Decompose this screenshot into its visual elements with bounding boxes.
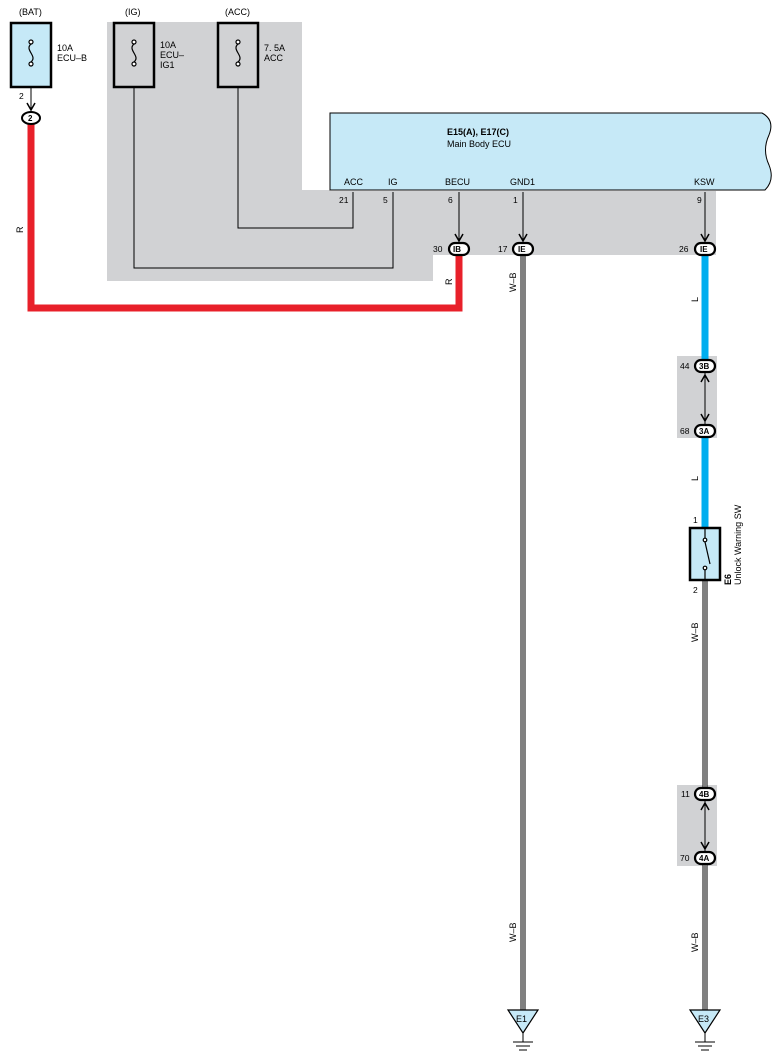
connector-4b-pin: 11 xyxy=(681,789,690,799)
wire-l1-label: L xyxy=(690,297,700,302)
connector-3a-code: 3A xyxy=(699,427,709,436)
wire-red-r xyxy=(27,124,463,312)
terminal-ig-pin: 5 xyxy=(383,195,388,205)
ground-e3: E3 xyxy=(688,1009,722,1042)
fuse-ecuig1-name2: IG1 xyxy=(160,60,175,70)
connector-3a-arrow-icon xyxy=(700,413,710,423)
switch-code: E6 xyxy=(723,574,733,585)
fuse-ecuig1-name: ECU– xyxy=(160,50,184,60)
terminal-gnd1-pin: 1 xyxy=(513,195,518,205)
connector-3a-pin: 68 xyxy=(680,426,690,436)
junction-ib-code: IB xyxy=(453,245,461,254)
wire-l2-label: L xyxy=(690,476,700,481)
connector-4a-arrow-icon xyxy=(700,841,710,851)
terminal-gnd1-label: GND1 xyxy=(510,177,535,187)
terminal-becu-pin: 6 xyxy=(448,195,453,205)
ground-e3-label: E3 xyxy=(698,1014,709,1024)
ksw-arrow-icon xyxy=(700,233,710,243)
gnd1-arrow-icon xyxy=(518,233,528,243)
switch-pin-top: 1 xyxy=(693,515,698,525)
fuse-ecuig1-icon xyxy=(131,39,137,67)
junction-ie26-pin: 26 xyxy=(679,244,689,254)
terminal-ksw-pin: 9 xyxy=(697,195,702,205)
ground-e3-icon xyxy=(695,1041,715,1051)
wire-wb4-label: W–B xyxy=(690,932,700,952)
ground-e1-label: E1 xyxy=(516,1014,527,1024)
source-ig-label: (IG) xyxy=(125,7,141,17)
connector-2-label: 2 xyxy=(28,114,33,123)
switch-contact-icon xyxy=(702,528,711,580)
fuse-ecub-rating: 10A xyxy=(57,43,73,53)
terminal-becu-label: BECU xyxy=(445,177,470,187)
switch-pin-bottom: 2 xyxy=(693,585,698,595)
terminal-ksw-label: KSW xyxy=(694,177,715,187)
wire-r2-label: R xyxy=(444,278,454,285)
wire-wb1-label: W–B xyxy=(508,272,518,292)
connector-3b-pin: 44 xyxy=(680,361,690,371)
terminal-acc-pin: 21 xyxy=(339,195,349,205)
becu-arrow-icon xyxy=(454,233,464,243)
connector-4b-code: 4B xyxy=(699,790,709,799)
connector-4a-code: 4A xyxy=(699,854,709,863)
junction-ie-17: IE xyxy=(511,241,535,257)
junction-ie17-pin: 17 xyxy=(498,244,508,254)
junction-ie26-code: IE xyxy=(700,245,708,254)
ecu-code: E15(A), E17(C) xyxy=(447,127,509,137)
fuse-acc-rating: 7. 5A xyxy=(264,43,285,53)
connector-3a: 3A xyxy=(693,423,717,439)
connector-4b: 4B xyxy=(693,786,717,802)
ecu-name: Main Body ECU xyxy=(447,139,511,149)
fuse-ecub-name: ECU–B xyxy=(57,53,87,63)
fuse-ecuig1-rating: 10A xyxy=(160,40,176,50)
junction-ib-pin: 30 xyxy=(433,244,443,254)
junction-ie-26: IE xyxy=(693,241,717,257)
connector-3b-arrow-icon xyxy=(700,373,710,383)
source-acc-label: (ACC) xyxy=(225,7,250,17)
fuse-ecub-arrow-icon xyxy=(26,102,36,112)
switch-name: Unlock Warning SW xyxy=(733,504,743,585)
ground-e1: E1 xyxy=(506,1009,540,1042)
source-bat-label: (BAT) xyxy=(19,7,42,17)
main-body-ecu-box xyxy=(329,112,772,191)
wire-r1-label: R xyxy=(15,226,25,233)
junction-ie17-code: IE xyxy=(518,245,526,254)
connector-3b-code: 3B xyxy=(699,362,709,371)
terminal-ig-label: IG xyxy=(388,177,398,187)
connector-3b: 3B xyxy=(693,358,717,374)
connector-4b-arrow-icon xyxy=(700,801,710,811)
fuse-ecub-box xyxy=(9,21,53,89)
fuse-ecub-pin: 2 xyxy=(19,91,24,101)
fuse-ecub-icon xyxy=(28,39,34,67)
connector-4a-pin: 70 xyxy=(680,853,690,863)
fuse-acc-icon xyxy=(235,39,241,67)
wire-wb2-label: W–B xyxy=(508,922,518,942)
ground-e1-icon xyxy=(513,1041,533,1051)
connector-4a: 4A xyxy=(693,850,717,866)
junction-ib: IB xyxy=(447,241,471,257)
wire-wb3-label: W–B xyxy=(690,622,700,642)
terminal-acc-label: ACC xyxy=(344,177,364,187)
wire-ig-to-ecu xyxy=(133,87,394,269)
connector-2-oval xyxy=(21,111,41,125)
wire-acc-to-ecu xyxy=(237,87,354,229)
fuse-acc-name: ACC xyxy=(264,53,284,63)
